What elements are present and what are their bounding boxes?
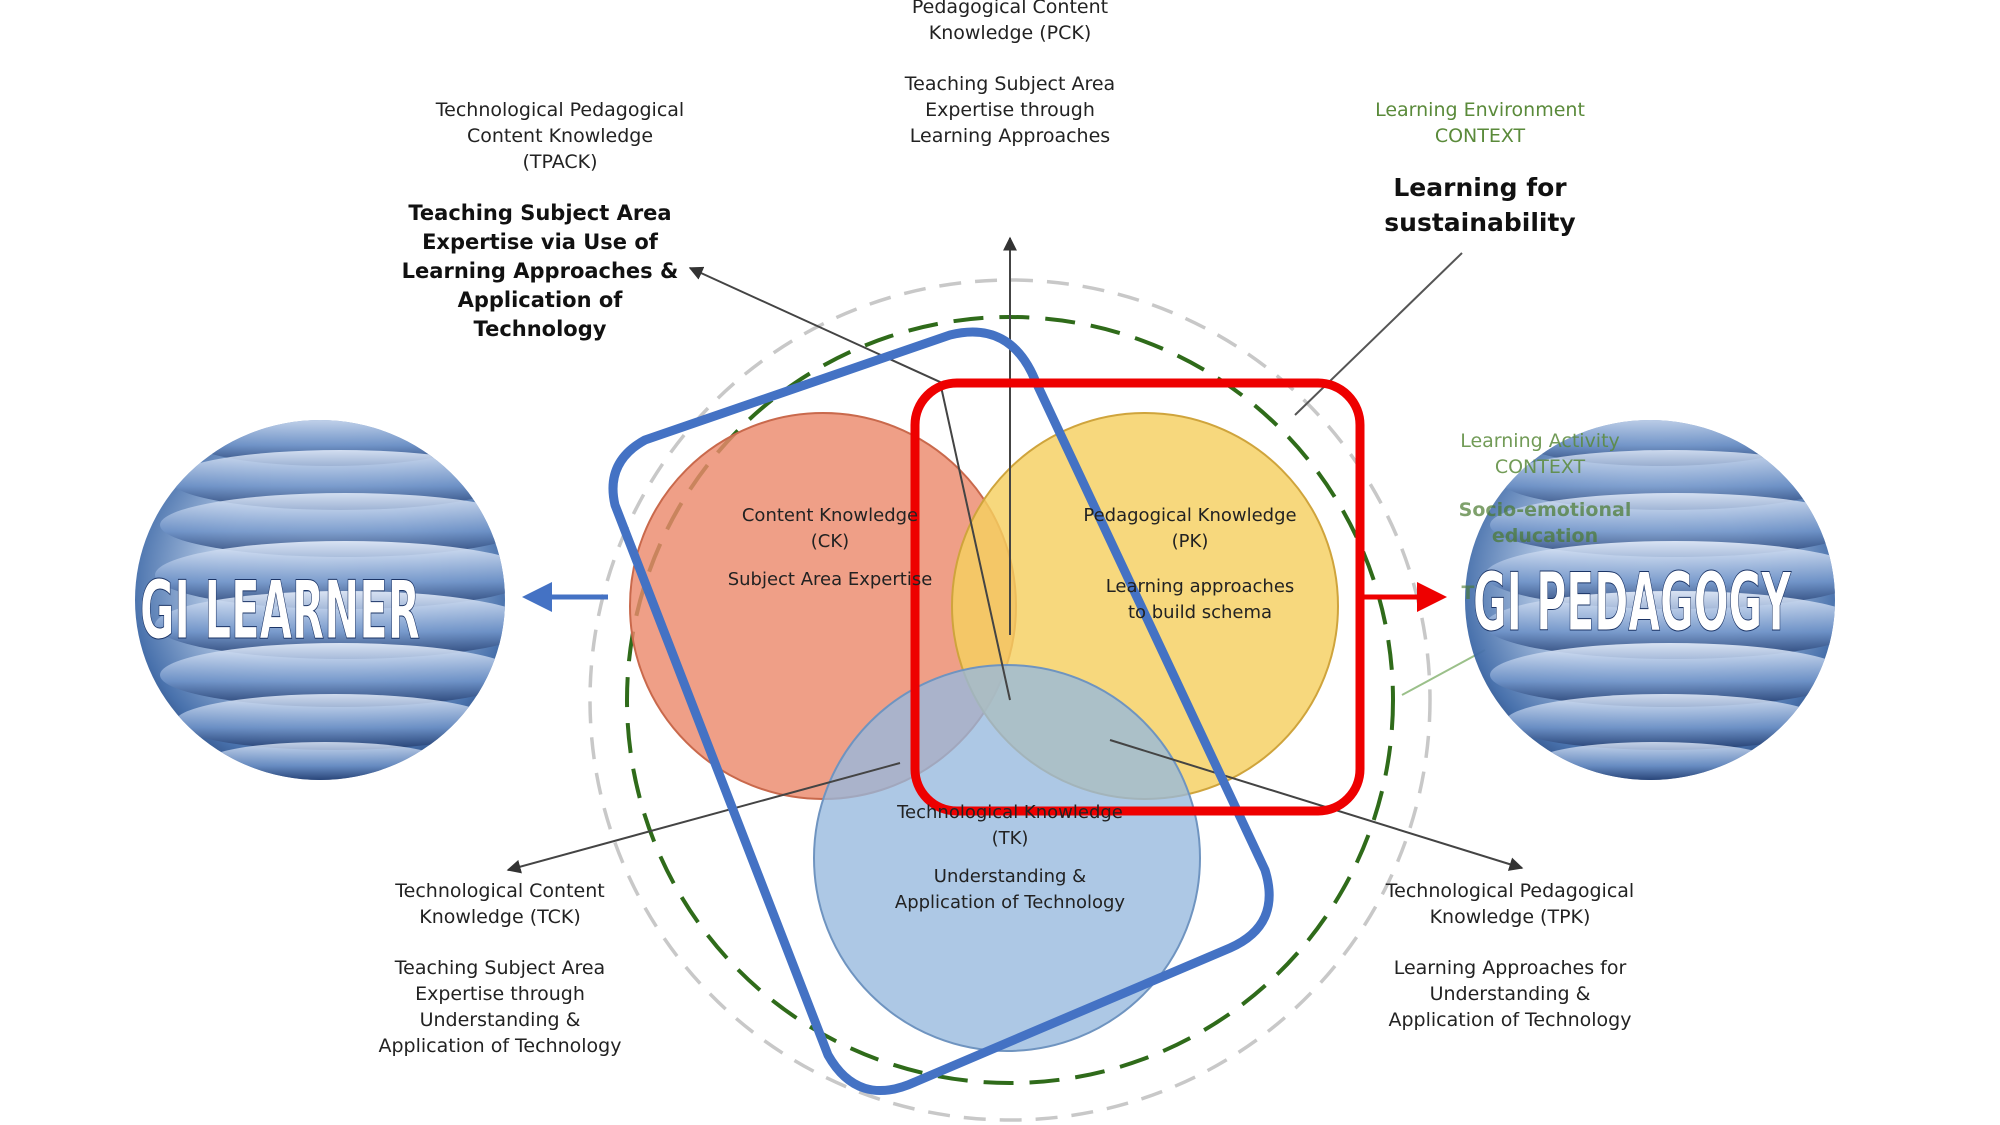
activity-line1: Learning Activity — [1460, 430, 1620, 452]
pk-desc-line2: to build schema — [1127, 602, 1273, 623]
pk-description: Learning approaches to build schema — [1080, 574, 1320, 626]
tck-desc-line4: Application of Technology — [378, 1035, 622, 1057]
sustainability-pointer-line — [1294, 252, 1463, 416]
tk-desc-line2: Application of Technology — [894, 892, 1126, 913]
socio-emotional-label: Socio-emotional education — [1445, 497, 1645, 549]
tk-desc-line1: Understanding & — [933, 866, 1087, 887]
pk-text: Pedagogical Knowledge (PK) — [1070, 503, 1310, 555]
tck-title-line1: Technological Content — [395, 880, 605, 902]
tpk-desc-line3: Application of Technology — [1388, 1009, 1632, 1031]
tk-abbrev: (TK) — [991, 828, 1029, 849]
edu-line: education — [1491, 525, 1599, 547]
sust-line1: Learning for — [1393, 173, 1567, 202]
tpk-title-line2: Knowledge (TPK) — [1429, 906, 1591, 928]
tpack-desc-line1: Teaching Subject Area — [408, 201, 672, 225]
sust-line2: sustainability — [1384, 208, 1576, 237]
tpack-title-line3: (TPACK) — [522, 151, 598, 173]
ck-title: Content Knowledge — [741, 505, 919, 526]
env-line2: CONTEXT — [1434, 125, 1526, 147]
tck-desc-line3: Understanding & — [419, 1009, 581, 1031]
tpk-title-line1: Technological Pedagogical — [1385, 880, 1635, 902]
tpk-label: Technological Pedagogical Knowledge (TPK… — [1370, 878, 1650, 1033]
ck-abbrev: (CK) — [810, 531, 850, 552]
tck-arrow-line — [506, 762, 901, 874]
sustainability-label: Learning for sustainability — [1370, 170, 1590, 240]
tpack-desc-line3: Learning Approaches & — [401, 259, 679, 283]
tpack-desc-line4: Application of — [457, 288, 623, 312]
gi-pedagogy-title: GI PEDAGOGY — [1473, 556, 1792, 649]
tck-desc-line2: Expertise through — [415, 983, 585, 1005]
red-highlight-frame — [910, 378, 1365, 816]
tpack-label: Technological Pedagogical Content Knowle… — [410, 97, 710, 175]
tck-title-line2: Knowledge (TCK) — [419, 906, 581, 928]
ck-description: Subject Area Expertise — [727, 569, 933, 590]
pk-desc-line1: Learning approaches — [1105, 576, 1295, 597]
tpk-desc-line1: Learning Approaches for — [1393, 957, 1627, 979]
blue-highlight-frame — [608, 327, 1274, 1095]
left-blue-arrowhead — [522, 582, 552, 612]
pk-title: Pedagogical Knowledge — [1083, 505, 1297, 526]
tk-title: Technological Knowledge — [897, 802, 1123, 823]
gi-pedagogy-globe — [1465, 420, 1835, 780]
tpk-desc-line2: Understanding & — [1429, 983, 1591, 1005]
learning-activity-label: Learning Activity CONTEXT — [1440, 428, 1640, 480]
tk-text: Technological Knowledge (TK) Understandi… — [880, 800, 1140, 916]
pck-desc-line1: Teaching Subject Area — [904, 73, 1116, 95]
pck-label: Pedagogical Content Knowledge (PCK) Teac… — [880, 0, 1140, 149]
activity-t-label: T — [1461, 582, 1475, 604]
outer-dashed-gray-ring — [588, 278, 1432, 1122]
activity-pointer-line — [1401, 649, 1486, 696]
tpack-title-line1: Technological Pedagogical — [435, 99, 685, 121]
tpack-desc-line5: Technology — [473, 317, 607, 341]
pk-abbrev: (PK) — [1171, 531, 1209, 552]
tpack-desc-line2: Expertise via Use of — [422, 230, 658, 254]
tpk-arrow-line — [1109, 739, 1524, 871]
socio-line: Socio-emotional — [1458, 499, 1632, 521]
activity-line2: CONTEXT — [1494, 456, 1586, 478]
tpack-description: Teaching Subject Area Expertise via Use … — [400, 199, 680, 344]
pck-title-line1: Pedagogical Content — [911, 0, 1109, 18]
tck-label: Technological Content Knowledge (TCK) Te… — [370, 878, 630, 1059]
learning-environment-label: Learning Environment CONTEXT — [1360, 97, 1600, 149]
pck-desc-line3: Learning Approaches — [909, 125, 1111, 147]
right-red-arrowhead — [1417, 582, 1447, 612]
pck-title-line2: Knowledge (PCK) — [928, 22, 1092, 44]
pck-desc-line2: Expertise through — [925, 99, 1095, 121]
tck-desc-line1: Teaching Subject Area — [394, 957, 606, 979]
env-line1: Learning Environment — [1375, 99, 1585, 121]
gi-learner-title: GI LEARNER — [140, 564, 420, 657]
tpack-title-line2: Content Knowledge — [466, 125, 654, 147]
ck-text: Content Knowledge (CK) Subject Area Expe… — [710, 503, 950, 593]
